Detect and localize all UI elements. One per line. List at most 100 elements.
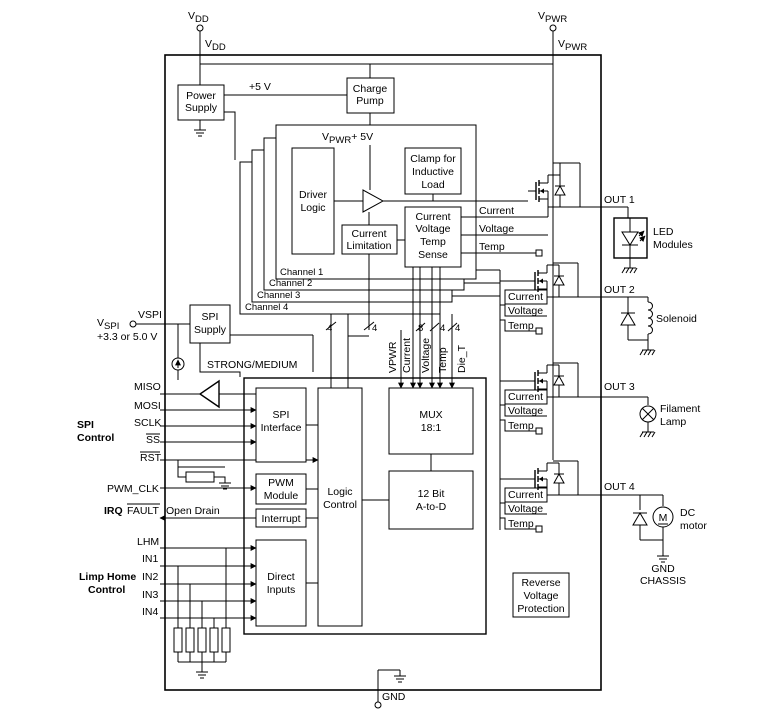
pulldown-resistor-array bbox=[173, 548, 231, 679]
svg-text:Control: Control bbox=[77, 432, 114, 444]
ch4-voltage-label: Voltage bbox=[508, 503, 543, 515]
vspi-pin-label: VSPI bbox=[138, 309, 162, 321]
svg-text:Voltage: Voltage bbox=[523, 590, 558, 602]
svg-text:IN1: IN1 bbox=[142, 553, 159, 565]
gnd-chassis-label-2: CHASSIS bbox=[640, 575, 686, 587]
filament-lamp-icon bbox=[639, 405, 657, 423]
motor-label-1: DC bbox=[680, 507, 696, 519]
svg-text:Interface: Interface bbox=[261, 422, 302, 434]
svg-text:Module: Module bbox=[264, 490, 299, 502]
svg-text:Protection: Protection bbox=[517, 603, 564, 615]
svg-text:M: M bbox=[659, 512, 668, 524]
ch3-temp-label: Temp bbox=[508, 420, 534, 432]
led-label-2: Modules bbox=[653, 239, 693, 251]
svg-text:SPI: SPI bbox=[273, 409, 290, 421]
svg-text:Load: Load bbox=[421, 179, 445, 191]
gnd-pin: GND bbox=[374, 669, 407, 709]
ch3-voltage-label: Voltage bbox=[508, 405, 543, 417]
lamp-label-1: Filament bbox=[660, 403, 700, 415]
svg-text:IN2: IN2 bbox=[142, 571, 159, 583]
svg-text:Voltage: Voltage bbox=[415, 223, 450, 235]
interrupt-block: Interrupt bbox=[255, 508, 307, 528]
channel-4-label: Channel 4 bbox=[245, 302, 288, 313]
svg-text:VDD: VDD bbox=[188, 10, 209, 25]
pwm-clk-label: PWM_CLK bbox=[107, 483, 159, 495]
ch1-current-label: Current bbox=[479, 205, 514, 217]
reverse-voltage-protection-block: Reverse Voltage Protection bbox=[512, 572, 570, 618]
svg-text:Reverse: Reverse bbox=[521, 577, 560, 589]
svg-text:Sense: Sense bbox=[418, 249, 448, 261]
channel-1-label: Channel 1 bbox=[280, 267, 323, 278]
bus-width-a: 4 bbox=[327, 323, 332, 334]
svg-text:IN3: IN3 bbox=[142, 589, 159, 601]
mux-input-bus: 8 4 4 bbox=[398, 267, 460, 389]
spi-interface-block: SPI Interface bbox=[255, 387, 307, 463]
out1-label: OUT 1 bbox=[604, 194, 635, 206]
svg-text:MOSI: MOSI bbox=[134, 400, 161, 412]
clamp-block: Clamp for Inductive Load bbox=[404, 147, 462, 195]
out4-label: OUT 4 bbox=[604, 481, 635, 493]
svg-text:4: 4 bbox=[455, 323, 460, 334]
svg-text:Inductive: Inductive bbox=[412, 166, 454, 178]
svg-text:Charge: Charge bbox=[353, 83, 388, 95]
svg-text:MUX: MUX bbox=[419, 409, 442, 421]
svg-text:Limp Home: Limp Home bbox=[79, 571, 136, 583]
direct-inputs-block: Direct Inputs bbox=[255, 539, 307, 627]
ch3-current-label: Current bbox=[508, 391, 543, 403]
lamp-label-2: Lamp bbox=[660, 416, 686, 428]
vpwr-5v-label: VPWR+ 5V bbox=[322, 131, 373, 146]
dc-motor-icon: M bbox=[652, 506, 674, 528]
ch2-voltage-label: Voltage bbox=[508, 305, 543, 317]
open-drain-label: Open Drain bbox=[166, 505, 220, 517]
svg-text:Interrupt: Interrupt bbox=[261, 513, 300, 525]
miso-buffer bbox=[198, 379, 220, 409]
svg-text:18:1: 18:1 bbox=[421, 422, 442, 434]
ch2-temp-label: Temp bbox=[508, 320, 534, 332]
solenoid-icon bbox=[647, 301, 653, 335]
mux-block: MUX 18:1 bbox=[388, 387, 474, 455]
ch2-current-label: Current bbox=[508, 291, 543, 303]
solenoid-label: Solenoid bbox=[656, 313, 697, 325]
svg-text:Supply: Supply bbox=[185, 102, 218, 114]
svg-text:SPI: SPI bbox=[77, 419, 94, 431]
svg-text:4: 4 bbox=[440, 323, 445, 334]
svg-text:Current: Current bbox=[351, 228, 386, 240]
svg-text:Supply: Supply bbox=[194, 324, 227, 336]
svg-text:LHM: LHM bbox=[137, 536, 159, 548]
out2-label: OUT 2 bbox=[604, 284, 635, 296]
vspi-supply-label: VSPI bbox=[97, 317, 119, 332]
plus5v-label: +5 V bbox=[249, 81, 271, 93]
led-module-icon bbox=[613, 217, 648, 259]
limp-home-pins: Limp Home Control LHM IN1 IN2 IN3 IN4 bbox=[79, 536, 257, 621]
current-source-icon bbox=[171, 357, 185, 371]
svg-text:VPWR: VPWR bbox=[538, 10, 567, 25]
svg-text:SPI: SPI bbox=[202, 311, 219, 323]
digital-core-frame bbox=[243, 377, 487, 635]
svg-text:Die_T: Die_T bbox=[456, 344, 468, 373]
svg-text:Clamp for: Clamp for bbox=[410, 153, 456, 165]
sense-block: Current Voltage Temp Sense bbox=[404, 206, 462, 268]
ch4-current-label: Current bbox=[508, 489, 543, 501]
logic-control-block: Logic Control bbox=[317, 387, 363, 627]
chip-outline bbox=[164, 54, 602, 691]
svg-text:PWM: PWM bbox=[268, 477, 294, 489]
svg-text:SS: SS bbox=[146, 434, 160, 446]
svg-text:IN4: IN4 bbox=[142, 606, 159, 618]
ch4-temp-label: Temp bbox=[508, 518, 534, 530]
charge-pump-block: Charge Pump bbox=[346, 77, 395, 114]
pwm-module-block: PWM Module bbox=[255, 473, 307, 505]
svg-text:Current: Current bbox=[415, 211, 450, 223]
vspi-range-label: +3.3 or 5.0 V bbox=[97, 331, 157, 343]
gnd-chassis-label-1: GND bbox=[651, 563, 675, 575]
svg-text:GND: GND bbox=[382, 691, 406, 703]
gate-driver-amplifier bbox=[362, 189, 385, 213]
svg-text:Logic: Logic bbox=[300, 202, 325, 214]
svg-text:Current: Current bbox=[401, 338, 413, 373]
svg-text:Power: Power bbox=[186, 90, 216, 102]
svg-text:MISO: MISO bbox=[134, 381, 161, 393]
svg-text:Temp: Temp bbox=[437, 347, 449, 373]
out3-label: OUT 3 bbox=[604, 381, 635, 393]
svg-text:SCLK: SCLK bbox=[134, 417, 161, 429]
svg-text:Pump: Pump bbox=[356, 95, 384, 107]
